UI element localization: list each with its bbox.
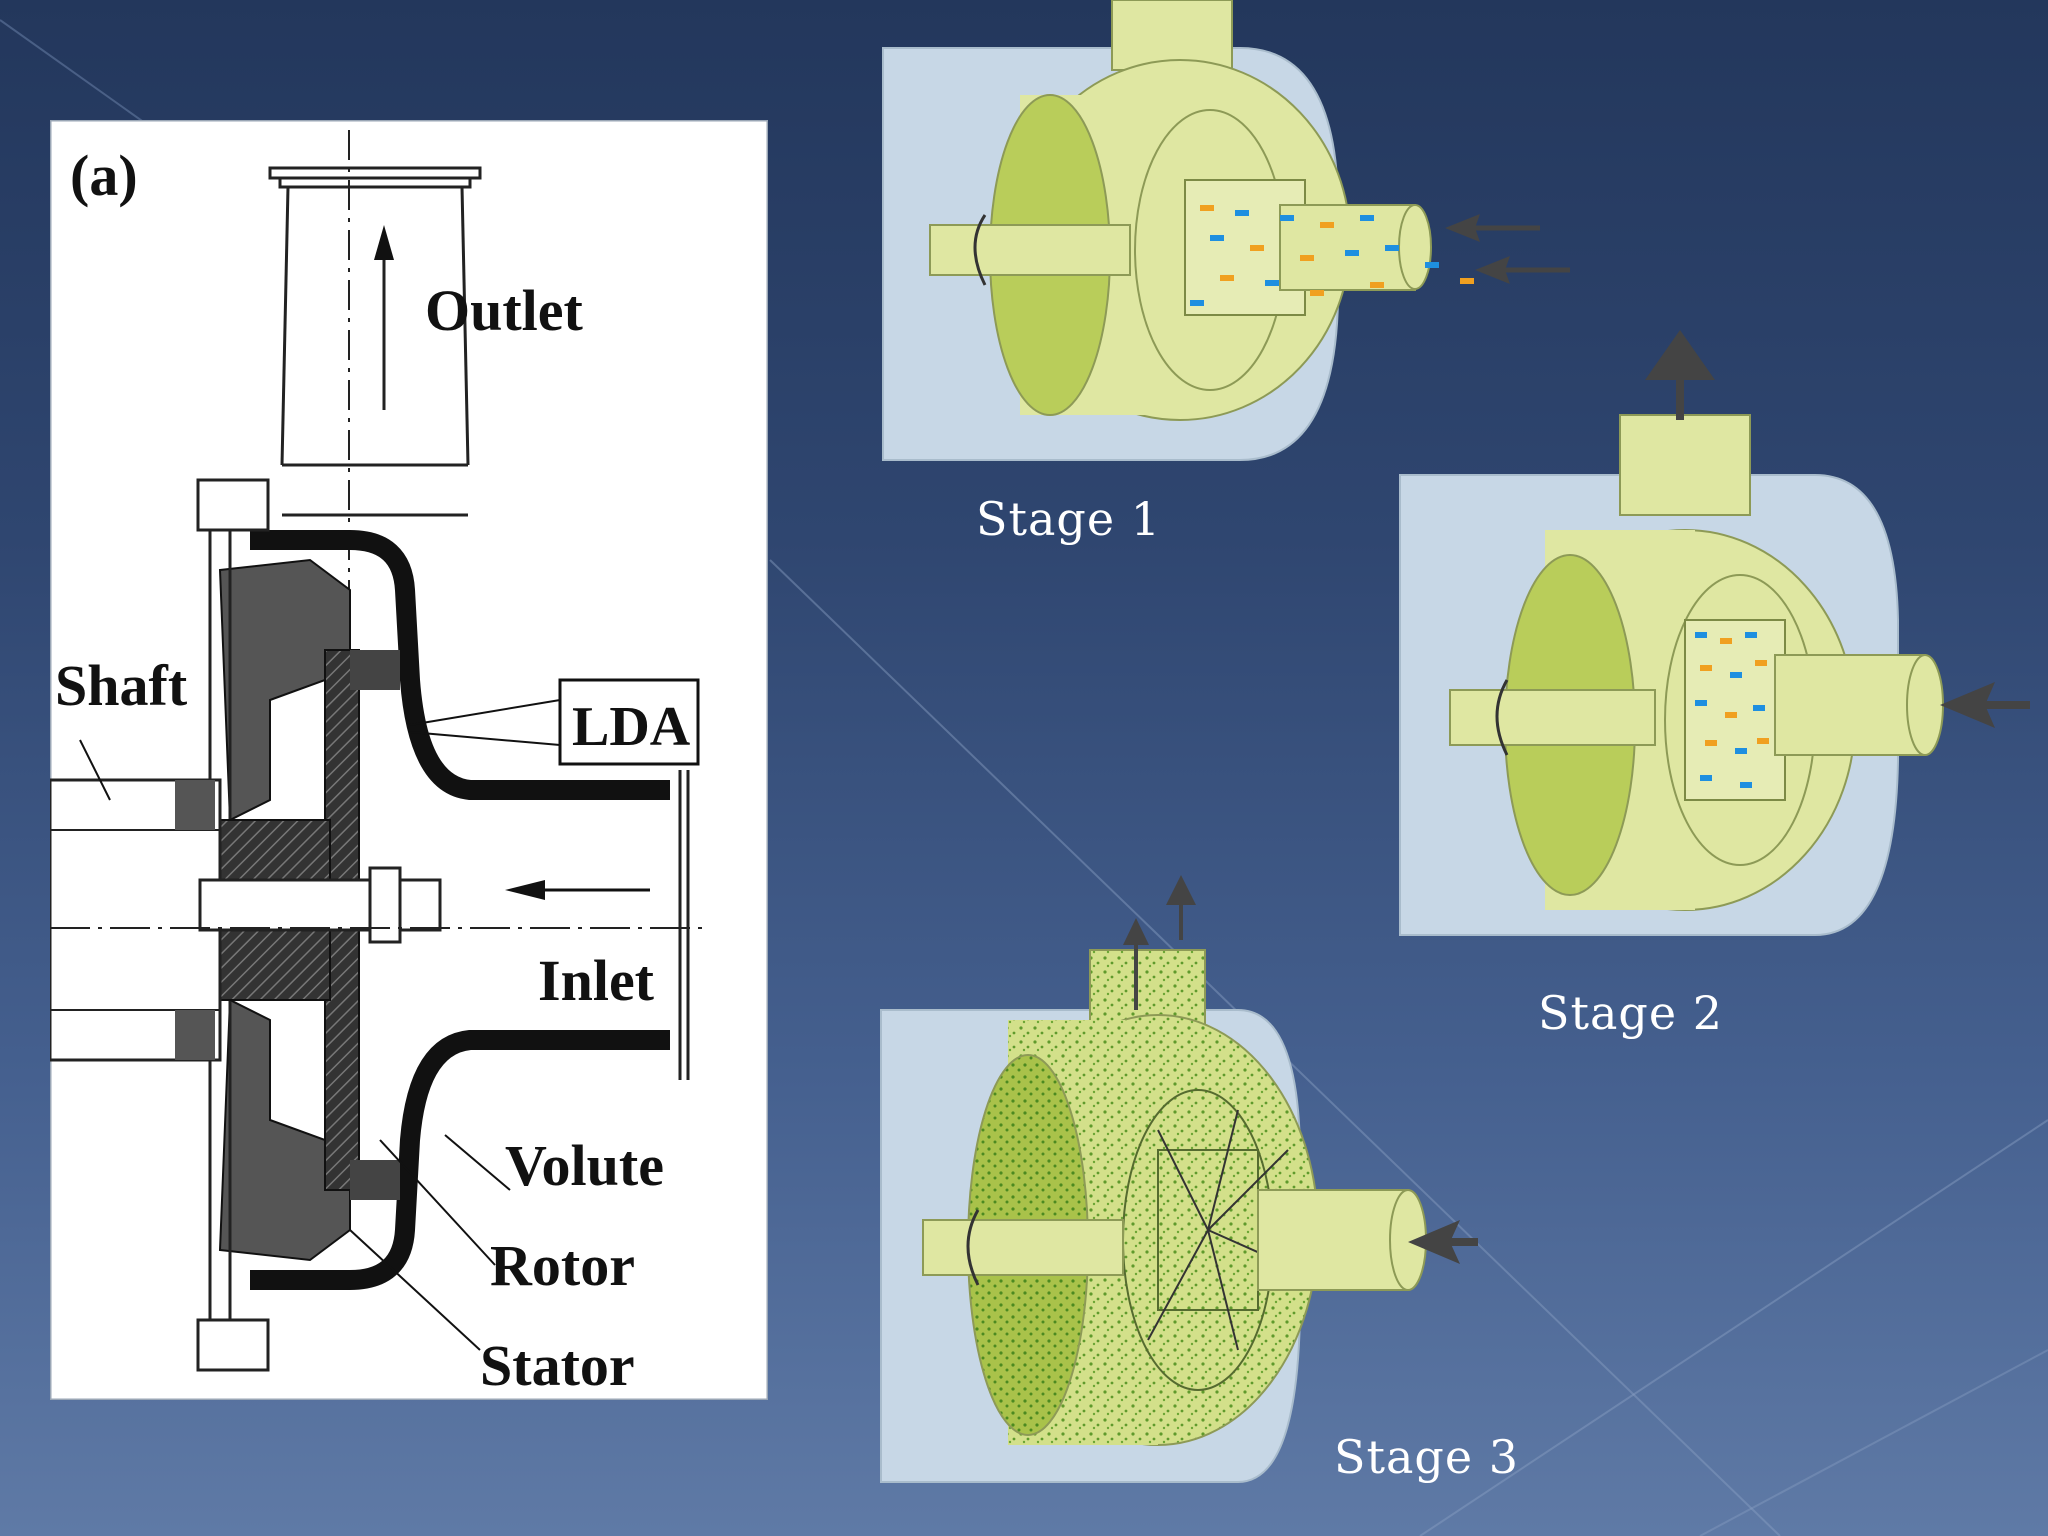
stage-1-inlet-arrows <box>1445 214 1570 284</box>
leader-lines <box>79 739 511 1351</box>
panel-tag: (a) <box>70 143 138 208</box>
stage-1-illustration <box>882 0 1570 461</box>
stage-2-inlet-arrow <box>1940 682 2030 728</box>
stage-2-particles <box>1695 632 1769 788</box>
stator-label: Stator <box>480 1333 635 1398</box>
inlet-label: Inlet <box>538 948 655 1013</box>
shaft <box>50 778 710 1062</box>
volute-label: Volute <box>505 1133 664 1198</box>
inlet-flow-arrow <box>505 880 650 900</box>
shaft-label: Shaft <box>55 653 188 718</box>
volute-casing <box>250 530 690 1290</box>
lda-callout <box>409 678 700 766</box>
outlet-label: Outlet <box>425 278 584 343</box>
stage-1-particles <box>1190 205 1474 306</box>
stage-3-inlet-arrow <box>1408 1220 1478 1264</box>
stage-3-illustration <box>880 875 1478 1483</box>
stage-1-label: Stage 1 <box>976 492 1161 546</box>
stage-2-label: Stage 2 <box>1538 986 1723 1040</box>
stage-3-label: Stage 3 <box>1334 1430 1519 1484</box>
lda-label: LDA <box>572 696 691 758</box>
rotor-label: Rotor <box>490 1233 635 1298</box>
pump-cross-section-diagram: (a) Outlet Shaft LDA Inlet Volute Rotor … <box>50 120 768 1400</box>
stage-2-illustration <box>1399 330 2030 936</box>
